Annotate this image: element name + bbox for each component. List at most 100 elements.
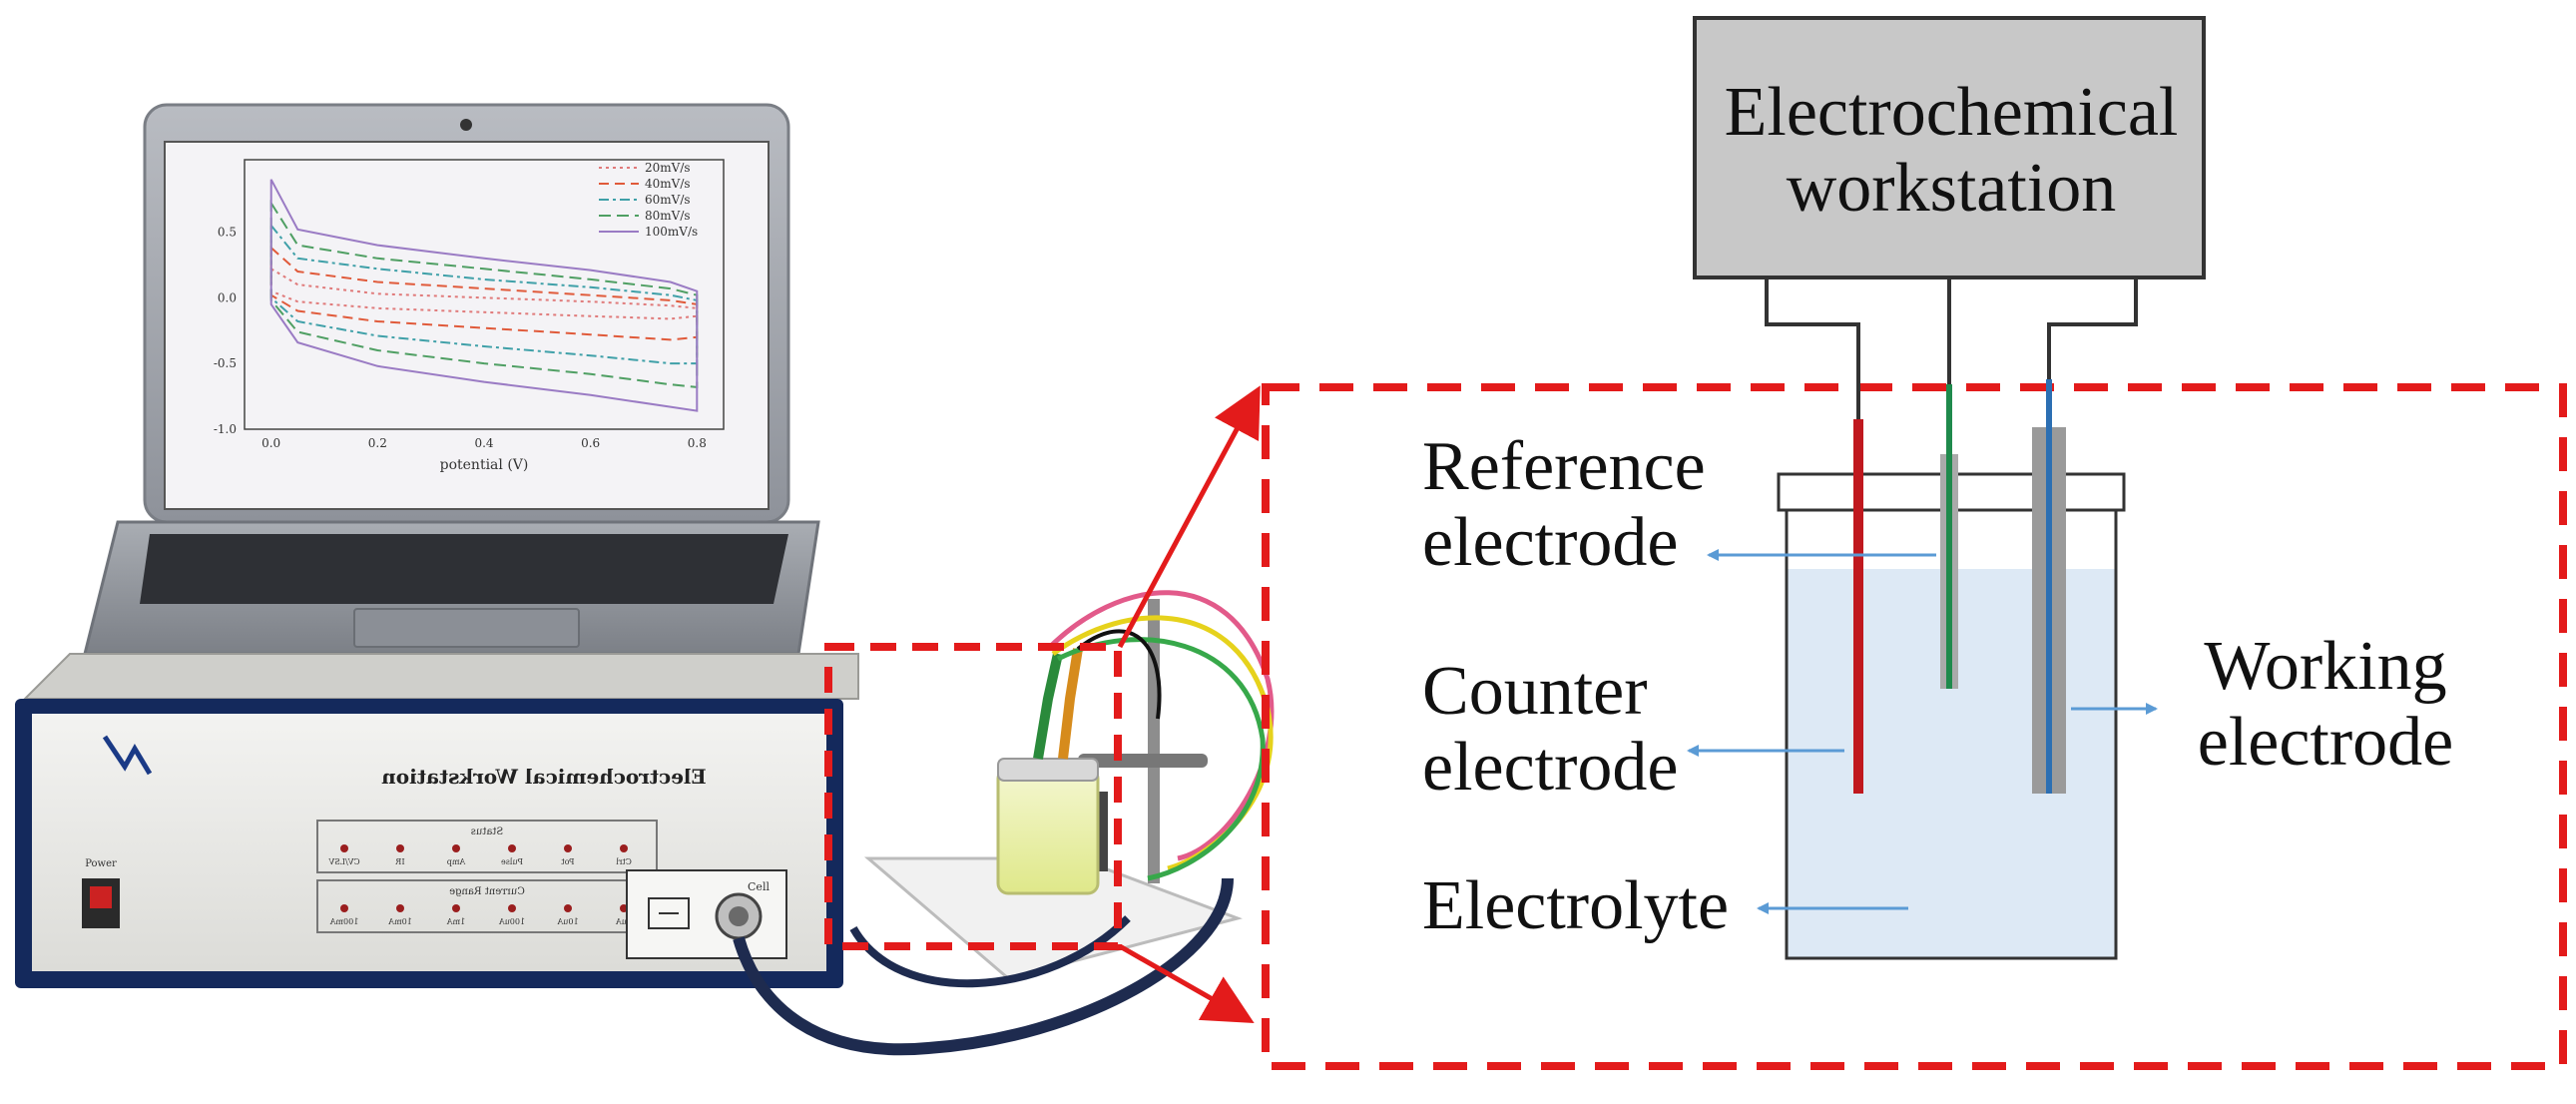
working-label-line1: Working — [2204, 628, 2447, 705]
led-label: 1uA — [616, 917, 632, 926]
led-indicator — [396, 844, 404, 852]
reference-electrode-label: Reference electrode — [1422, 429, 1706, 580]
counter-label-line2: electrode — [1422, 728, 1679, 806]
led-label: Ctrl — [616, 857, 632, 866]
led-label: 10uA — [557, 917, 578, 926]
legend-label-0: 20mV/s — [645, 161, 691, 175]
beaker-cap — [997, 758, 1099, 782]
cv-curves — [269, 179, 699, 412]
led-indicator — [340, 844, 348, 852]
legend-label-2: 60mV/s — [645, 193, 691, 207]
wire-green — [1056, 637, 1266, 881]
cv-chart: 0.0 0.2 0.4 0.6 0.8 0.5 0.0 -0.5 -1.0 20mV/s 40m… — [214, 159, 725, 473]
led-label: IR — [394, 857, 404, 866]
cell-container — [1785, 509, 2118, 960]
device-top — [22, 653, 859, 700]
workstation-box-label: Electrochemical workstation — [1702, 75, 2201, 226]
circuit-diagram-icon — [648, 897, 690, 929]
y-ticks: 0.5 0.0 -0.5 -1.0 — [214, 225, 237, 436]
status-panel — [316, 820, 658, 873]
led-indicator — [452, 844, 460, 852]
led-indicator — [564, 904, 572, 912]
x-tick-label: 0.2 — [368, 436, 387, 450]
laptop — [83, 103, 820, 656]
green-clip — [1033, 652, 1063, 760]
led-label: Amp — [447, 857, 466, 866]
x-ticks: 0.0 0.2 0.4 0.6 0.8 — [261, 436, 707, 450]
chart-legend: 20mV/s 40mV/s 60mV/s 80mV/s 100mV/s — [599, 161, 698, 239]
workstation-device: Electrochemical Workstation Status CV/LS… — [15, 653, 859, 988]
y-tick-label: 0.0 — [218, 290, 237, 304]
led-indicator — [508, 904, 516, 912]
led-indicator — [508, 844, 516, 852]
cv-series-0 — [269, 267, 699, 320]
laptop-screen — [164, 141, 770, 510]
working-label-line2: electrode — [2197, 703, 2454, 781]
x-axis-label: potential (V) — [440, 457, 529, 473]
x-tick-label: 0.0 — [261, 436, 280, 450]
zoom-source-box — [824, 643, 1122, 950]
y-tick-label: 0.5 — [218, 225, 237, 239]
reference-label-line2: electrode — [1422, 503, 1679, 581]
webcam-icon — [460, 119, 472, 131]
reference-electrode-wire — [1946, 384, 1952, 689]
status-panel-title: Status — [471, 827, 503, 837]
led-label: 1mA — [447, 917, 466, 926]
led-label: 100uA — [499, 917, 525, 926]
counter-electrode — [1853, 419, 1863, 794]
working-lead — [2047, 277, 2138, 429]
cell-label: Cell — [748, 880, 770, 893]
main-cable-loop — [849, 915, 1131, 988]
zoom-arrow-bottom — [1118, 943, 1255, 1023]
keyboard — [140, 534, 788, 604]
legend-label-1: 40mV/s — [645, 177, 691, 191]
led-label: CV/LSV — [328, 857, 359, 866]
cv-series-4 — [269, 179, 699, 412]
working-electrode-wire — [2046, 379, 2052, 794]
x-tick-label: 0.4 — [474, 436, 493, 450]
legend-label-4: 100mV/s — [645, 225, 698, 239]
cell-photo — [733, 590, 1275, 1056]
main-cable — [733, 877, 1234, 1056]
led-indicator — [396, 904, 404, 912]
beaker — [996, 767, 1100, 895]
y-tick-label: -0.5 — [214, 356, 237, 370]
workstation-box — [1693, 16, 2206, 279]
power-switch-rocker — [90, 886, 112, 908]
status-leds: CV/LSV IR Amp Pulse Pot Ctrl — [328, 844, 632, 866]
zoom-frame — [1262, 383, 2567, 1070]
led-indicator — [340, 904, 348, 912]
orange-clip — [1058, 648, 1083, 760]
power-label: Power — [85, 858, 117, 869]
zoom-arrow-top — [1117, 385, 1261, 649]
x-tick-label: 0.8 — [688, 436, 707, 450]
clamp-arm — [1078, 754, 1208, 768]
led-label: 10mA — [388, 917, 412, 926]
reference-label-line1: Reference — [1422, 428, 1706, 505]
trackpad — [353, 608, 580, 648]
x-tick-label: 0.6 — [581, 436, 600, 450]
led-indicator — [564, 844, 572, 852]
chart-plot-frame — [244, 159, 725, 430]
cell-connector-pin — [729, 906, 749, 926]
led-indicator — [620, 844, 628, 852]
led-label: Pulse — [501, 857, 523, 866]
led-indicator — [452, 904, 460, 912]
counter-label-line1: Counter — [1422, 653, 1648, 730]
electrolyte-label: Electrolyte — [1422, 867, 1730, 944]
working-electrode-label: Working electrode — [2161, 629, 2490, 780]
range-leds: 100mA 10mA 1mA 100uA 10uA 1uA — [329, 904, 632, 926]
counter-electrode-label: Counter electrode — [1422, 654, 1678, 805]
workstation-line2: workstation — [1786, 149, 2117, 227]
wire-black — [1076, 629, 1162, 720]
led-label: Pot — [561, 857, 575, 866]
y-tick-label: -1.0 — [214, 422, 237, 436]
current-range-title: Current Range — [449, 886, 525, 897]
device-front-title: Electrochemical Workstation — [381, 765, 707, 789]
led-label: 100mA — [329, 917, 358, 926]
brand-logo-icon — [102, 735, 153, 776]
workstation-line1: Electrochemical — [1724, 74, 2179, 151]
legend-label-3: 80mV/s — [645, 209, 691, 223]
